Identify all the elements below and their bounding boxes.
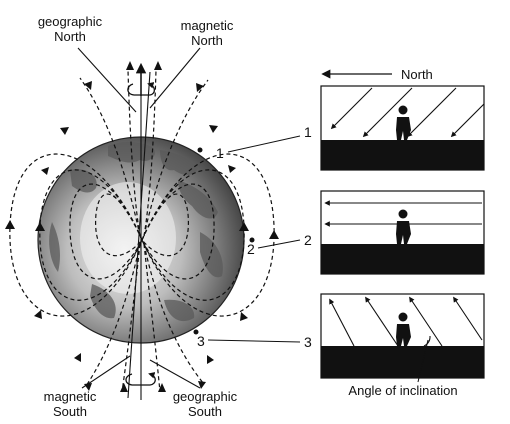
geographic-north-label-2: North	[54, 29, 86, 44]
magnetic-north-label: magnetic	[181, 18, 234, 33]
globe-highlight	[80, 182, 176, 294]
angle-of-inclination-label: Angle of inclination	[348, 383, 457, 398]
person-icon	[396, 312, 411, 346]
geographic-south-label-2: South	[188, 404, 222, 419]
inclination-panel-3	[320, 293, 485, 379]
person-icon	[396, 209, 411, 244]
globe-marker-1: 1	[216, 145, 224, 161]
magnetic-north-label-2: North	[191, 33, 223, 48]
panel-number-1: 1	[304, 124, 312, 140]
inclination-panel-2	[320, 190, 485, 275]
globe-marker-2: 2	[247, 241, 255, 257]
field-arrowheads	[5, 61, 279, 392]
inclination-panel-1	[320, 85, 485, 171]
marker-leaders	[207, 135, 301, 343]
magnetic-south-label: magnetic	[44, 389, 97, 404]
globe-marker-3: 3	[197, 333, 205, 349]
angle-leader	[417, 339, 429, 383]
panel-number-3: 3	[304, 334, 312, 350]
rotation-arrow-icon	[125, 82, 156, 386]
geographic-south-label: geographic	[173, 389, 238, 404]
magnetic-axis	[127, 71, 151, 399]
position-markers	[193, 147, 255, 335]
magnetic-south-label-2: South	[53, 404, 87, 419]
north-arrow-label: North	[401, 67, 433, 82]
panel-number-2: 2	[304, 232, 312, 248]
person-icon	[396, 105, 411, 140]
continents	[49, 141, 223, 322]
axes	[77, 47, 201, 400]
geographic-north-label: geographic	[38, 14, 103, 29]
magnetic-field-lines	[9, 69, 275, 393]
